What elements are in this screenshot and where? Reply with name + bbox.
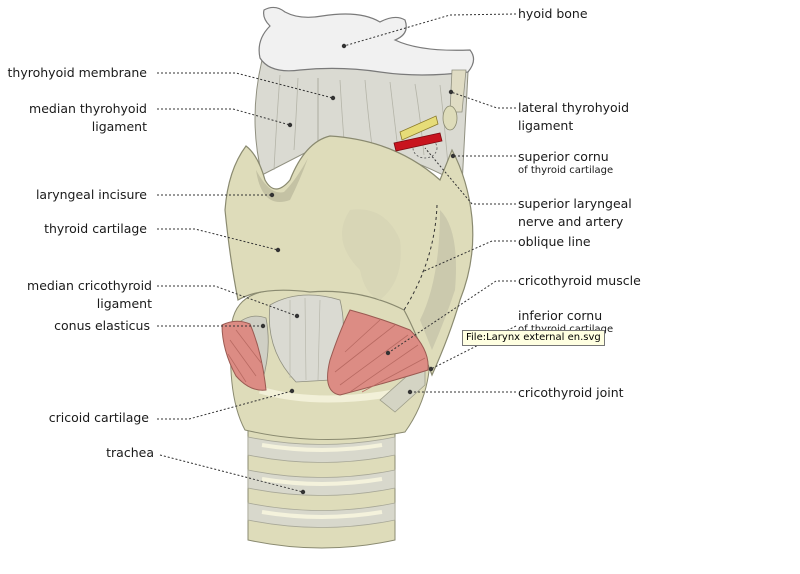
label-cricothyroid-muscle: cricothyroid muscle — [518, 273, 641, 288]
label-thyroid-cartilage: thyroid cartilage — [44, 221, 147, 236]
label-median-thyrohyoid-ligament: median thyrohyoid ligament — [29, 100, 147, 136]
label-median-thyrohyoid-line2: ligament — [91, 119, 147, 134]
label-superior-laryngeal-line1: superior laryngeal — [518, 196, 632, 211]
label-conus-elasticus: conus elasticus — [54, 318, 150, 333]
oblique-line-mark — [403, 204, 438, 311]
label-lateral-thyrohyoid-line1: lateral thyrohyoid — [518, 100, 630, 115]
thyroid-cartilage-shape — [224, 135, 474, 377]
superior-laryngeal-vessels — [393, 115, 443, 159]
label-median-thyrohyoid-line1: median thyrohyoid — [29, 101, 147, 116]
cricothyroid-muscle-shape — [221, 309, 429, 396]
label-inferior-cornu-sub: of thyroid cartilage — [518, 325, 613, 335]
hyoid-bone-shape — [258, 6, 475, 76]
label-laryngeal-incisure: laryngeal incisure — [35, 187, 147, 202]
label-cricothyroid-joint: cricothyroid joint — [518, 385, 624, 400]
label-median-cricothyroid-line2: ligament — [96, 296, 152, 311]
label-superior-laryngeal: superior laryngeal nerve and artery — [518, 195, 632, 231]
label-median-cricothyroid-ligament: median cricothyroid ligament — [27, 277, 152, 313]
label-median-cricothyroid-line1: median cricothyroid — [27, 278, 152, 293]
label-superior-cornu-sub: of thyroid cartilage — [518, 165, 614, 176]
label-superior-cornu: superior cornu of thyroid cartilage — [518, 148, 613, 176]
label-cricoid-cartilage: cricoid cartilage — [48, 410, 149, 425]
label-inferior-cornu: inferior cornu of thyroid cartilage — [518, 307, 613, 335]
label-trachea: trachea — [106, 445, 154, 460]
label-thyrohyoid-membrane: thyrohyoid membrane — [7, 65, 147, 80]
label-oblique-line: oblique line — [518, 234, 591, 249]
label-inferior-cornu-main: inferior cornu — [518, 308, 603, 323]
leader-lines — [157, 13, 517, 493]
lateral-ligament-shape — [442, 69, 467, 131]
label-lateral-thyrohyoid-ligament: lateral thyrohyoid ligament — [518, 99, 629, 135]
label-lateral-thyrohyoid-line2: ligament — [518, 118, 574, 133]
label-superior-laryngeal-line2: nerve and artery — [518, 214, 624, 229]
file-tooltip: File:Larynx external en.svg — [462, 330, 605, 346]
label-superior-cornu-main: superior cornu — [518, 149, 609, 164]
label-hyoid-bone: hyoid bone — [518, 6, 588, 21]
marker-dots — [260, 43, 456, 495]
